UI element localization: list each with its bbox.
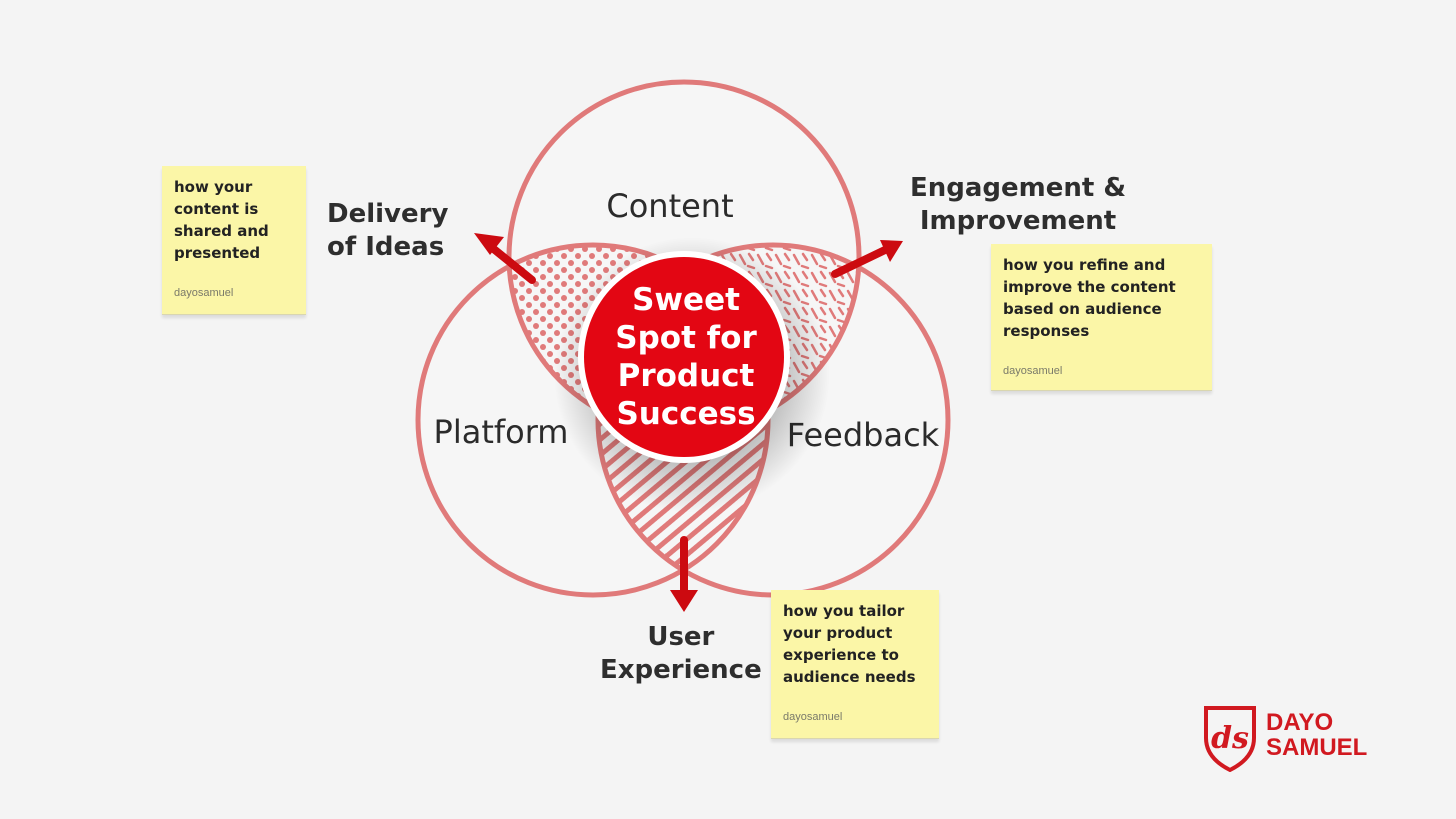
note-author: dayosamuel	[783, 711, 843, 723]
delivery-of-ideas-label: Delivery of Ideas	[327, 199, 449, 262]
arrow-delivery	[474, 233, 536, 284]
engagement-improvement-label: Engagement & Improvement	[910, 173, 1127, 236]
sticky-note-delivery: how your content is shared and presented…	[162, 166, 306, 315]
note-author: dayosamuel	[1003, 365, 1063, 377]
note-text: how you refine and improve the content b…	[1003, 256, 1176, 340]
brand-logo: ds DAYO SAMUEL	[1200, 704, 1390, 772]
content-label: Content	[606, 187, 733, 225]
note-author: dayosamuel	[174, 287, 234, 299]
sticky-note-user-experience: how you tailor your product experience t…	[771, 590, 939, 739]
brand-monogram: ds	[1211, 721, 1249, 756]
arrow-engagement	[831, 240, 903, 278]
arrow-user-experience	[670, 536, 698, 612]
platform-label: Platform	[434, 413, 569, 451]
center-line-4: Success	[616, 396, 755, 432]
user-experience-label: User Experience	[600, 622, 762, 685]
brand-name: DAYO SAMUEL	[1266, 709, 1368, 761]
sticky-note-engagement: how you refine and improve the content b…	[991, 244, 1212, 391]
center-line-1: Sweet	[632, 282, 740, 318]
brand-shield-icon: ds	[1204, 706, 1256, 772]
center-line-3: Product	[618, 358, 755, 394]
center-badge	[584, 257, 784, 457]
note-text: how your content is shared and presented	[174, 178, 269, 262]
note-text: how you tailor your product experience t…	[783, 602, 916, 686]
center-line-2: Spot for	[615, 320, 757, 356]
